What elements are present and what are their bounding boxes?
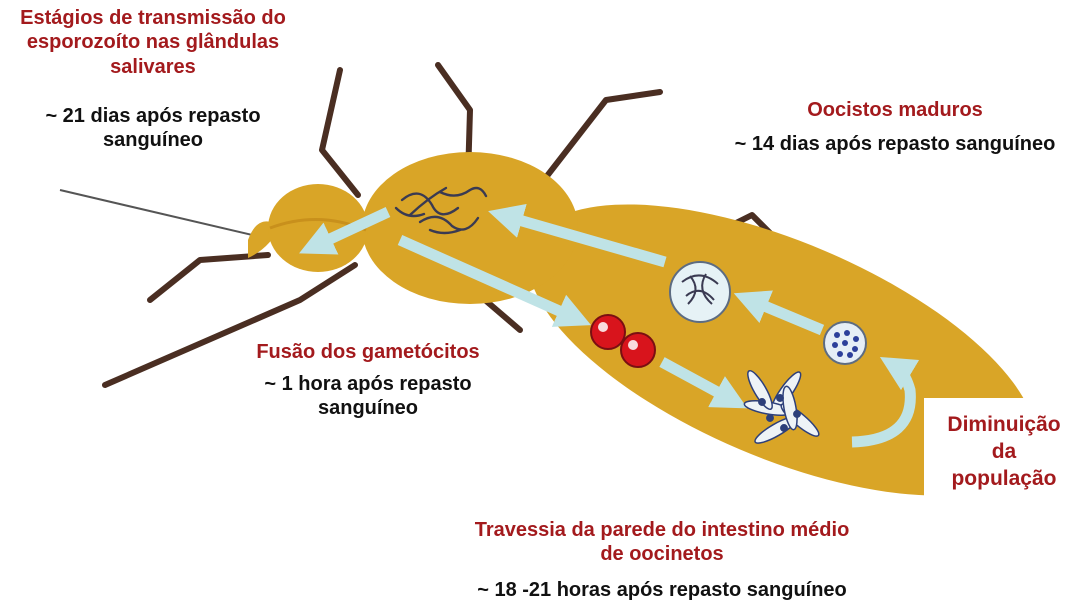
sporozoite-time: ~ 21 dias após repasto sanguíneo <box>0 104 306 153</box>
leg-rear-upper <box>540 92 660 185</box>
population-line-2: da <box>924 439 1084 466</box>
gametocytes-time: ~ 1 hora após repasto sanguíneo <box>226 372 510 421</box>
young-oocyst-icon <box>670 262 730 322</box>
sporozoite-title-line-2: esporozoíto nas glândulas <box>0 30 306 54</box>
ookinetes-title: Travessia da parede do intestino médio d… <box>422 518 902 567</box>
sporozoite-time-line-2: sanguíneo <box>0 128 306 152</box>
oocysts-time-line-1: ~ 14 dias após repasto sanguíneo <box>720 132 1070 156</box>
oocysts-title: Oocistos maduros <box>730 98 1060 122</box>
gametocytes-title: Fusão dos gametócitos <box>226 340 510 364</box>
proboscis <box>60 190 265 238</box>
gametocytes-time-line-2: sanguíneo <box>226 396 510 420</box>
population-line-3: população <box>924 466 1084 493</box>
population-decrease-box: Diminuição da população <box>924 398 1084 510</box>
leg-front-lower-2 <box>150 255 268 300</box>
ookinetes-time-line-1: ~ 18 -21 horas após repasto sanguíneo <box>422 578 902 602</box>
ookinetes-title-line-2: de oocinetos <box>422 542 902 566</box>
sporozoite-time-line-1: ~ 21 dias após repasto <box>0 104 306 128</box>
leg-front-upper <box>322 70 358 195</box>
sporozoite-title-line-1: Estágios de transmissão do <box>0 6 306 30</box>
ookinetes-title-line-1: Travessia da parede do intestino médio <box>422 518 902 542</box>
mature-oocyst-icon <box>824 322 866 364</box>
gametocytes-time-line-1: ~ 1 hora após repasto <box>226 372 510 396</box>
sporozoite-title-line-3: salivares <box>0 55 306 79</box>
ookinetes-time: ~ 18 -21 horas após repasto sanguíneo <box>422 578 902 602</box>
sporozoite-title: Estágios de transmissão do esporozoíto n… <box>0 6 306 79</box>
gametocytes-title-line-1: Fusão dos gametócitos <box>226 340 510 364</box>
population-line-1: Diminuição <box>924 412 1084 439</box>
leg-front-lower <box>105 265 355 385</box>
oocysts-title-line-1: Oocistos maduros <box>730 98 1060 122</box>
oocysts-time: ~ 14 dias após repasto sanguíneo <box>720 132 1070 156</box>
